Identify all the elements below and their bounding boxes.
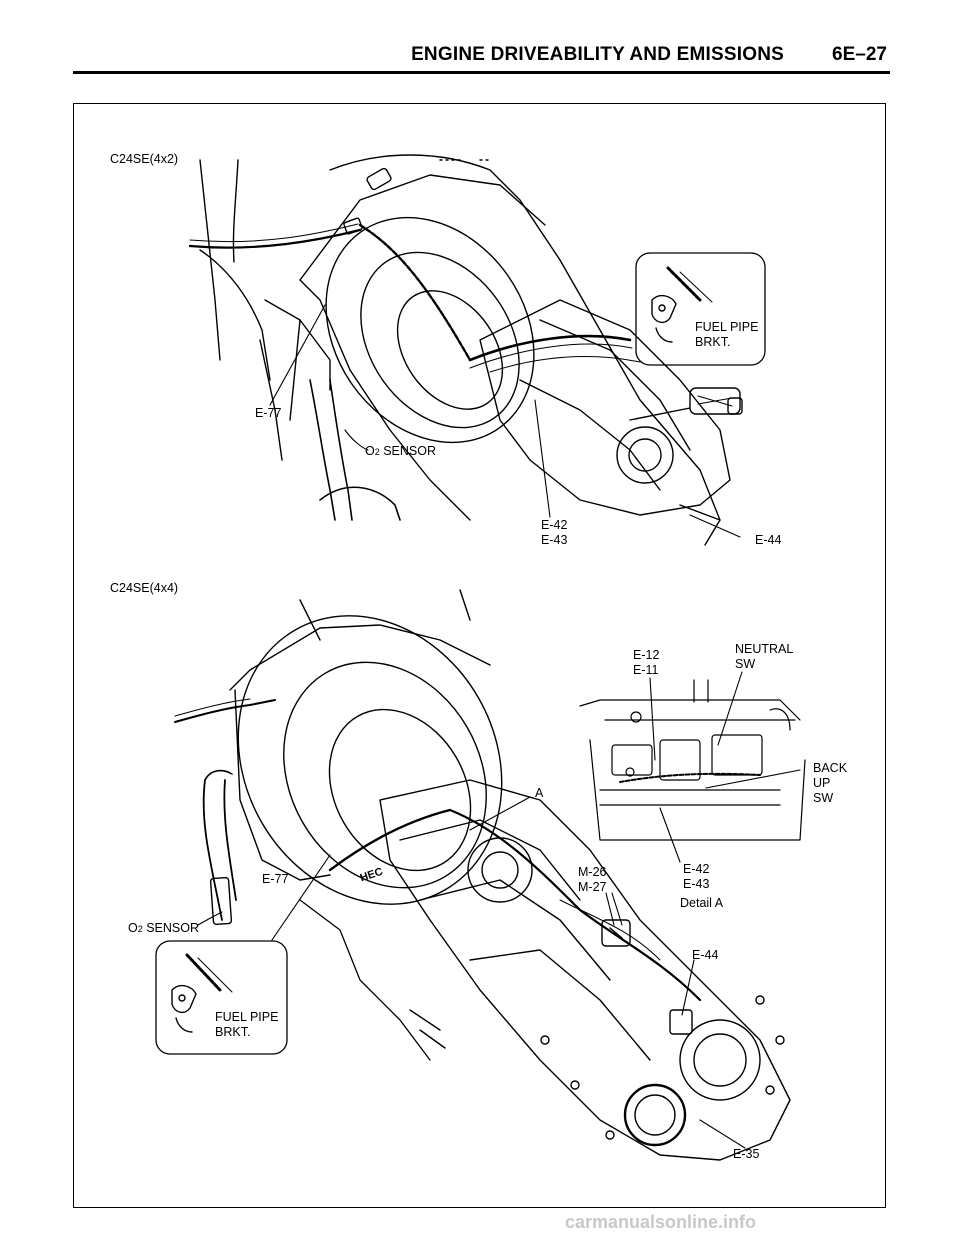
bottom-label-neutral-sw: SW	[735, 657, 756, 671]
bottom-label-up: UP	[813, 776, 831, 790]
page-number: 6E–27	[832, 44, 887, 65]
section-title: ENGINE DRIVEABILITY AND EMISSIONS	[411, 44, 784, 65]
o2-letter: O	[365, 444, 375, 458]
bottom-label-back: BACK	[813, 761, 848, 775]
top-label-e44: E-44	[755, 533, 782, 547]
bottom-label-m27: M-27	[578, 880, 607, 894]
bottom-label-e43: E-43	[683, 877, 710, 891]
top-fuel-pipe-callout	[635, 252, 766, 366]
bottom-label-e77: E-77	[262, 872, 289, 886]
bottom-label-a: A	[535, 786, 544, 800]
top-transmission-drawing	[188, 154, 743, 546]
detail-a-caption: Detail A	[680, 896, 724, 910]
o2-subscript: 2	[137, 924, 143, 934]
bottom-label-e11: E-11	[633, 663, 659, 677]
bottom-fuel-pipe-line1: FUEL PIPE	[215, 1010, 279, 1024]
top-connector-detail	[689, 387, 743, 415]
detail-a-drawing	[579, 679, 806, 841]
bottom-label-neutral: NEUTRAL	[735, 642, 794, 656]
bottom-label-back-sw: SW	[813, 791, 834, 805]
top-label-o2-sensor: O2 SENSOR	[365, 444, 436, 460]
o2-letter: O	[128, 921, 138, 935]
bottom-label-e12: E-12	[633, 648, 660, 662]
bottom-label-m26: M-26	[578, 865, 607, 879]
bottom-variant-label: C24SE(4x4)	[110, 581, 179, 595]
header-rule	[73, 71, 890, 74]
o2-sensor-text: SENSOR	[142, 921, 200, 935]
top-label-e42: E-42	[541, 518, 568, 532]
o2-subscript: 2	[374, 447, 380, 457]
bottom-label-e35: E-35	[733, 1147, 760, 1161]
watermark: carmanualsonline.info	[565, 1212, 757, 1232]
top-fuel-pipe-line2: BRKT.	[695, 335, 731, 349]
figure-frame	[73, 103, 886, 1208]
bottom-label-e42: E-42	[683, 862, 710, 876]
top-variant-label: C24SE(4x2)	[110, 152, 179, 166]
top-fuel-pipe-line1: FUEL PIPE	[695, 320, 759, 334]
bottom-fuel-pipe-callout	[155, 940, 288, 1055]
bottom-label-o2-sensor: O2 SENSOR	[128, 921, 199, 937]
bottom-leader-lines	[197, 671, 801, 1149]
top-leader-lines	[269, 304, 741, 538]
page-header: ENGINE DRIVEABILITY AND EMISSIONS 6E–27	[0, 0, 960, 80]
bottom-transmission-drawing	[174, 589, 791, 1161]
top-label-e77: E-77	[255, 406, 282, 420]
top-label-e43: E-43	[541, 533, 568, 547]
bottom-fuel-pipe-line2: BRKT.	[215, 1025, 251, 1039]
bottom-label-e44: E-44	[692, 948, 719, 962]
o2-sensor-text: SENSOR	[379, 444, 437, 458]
